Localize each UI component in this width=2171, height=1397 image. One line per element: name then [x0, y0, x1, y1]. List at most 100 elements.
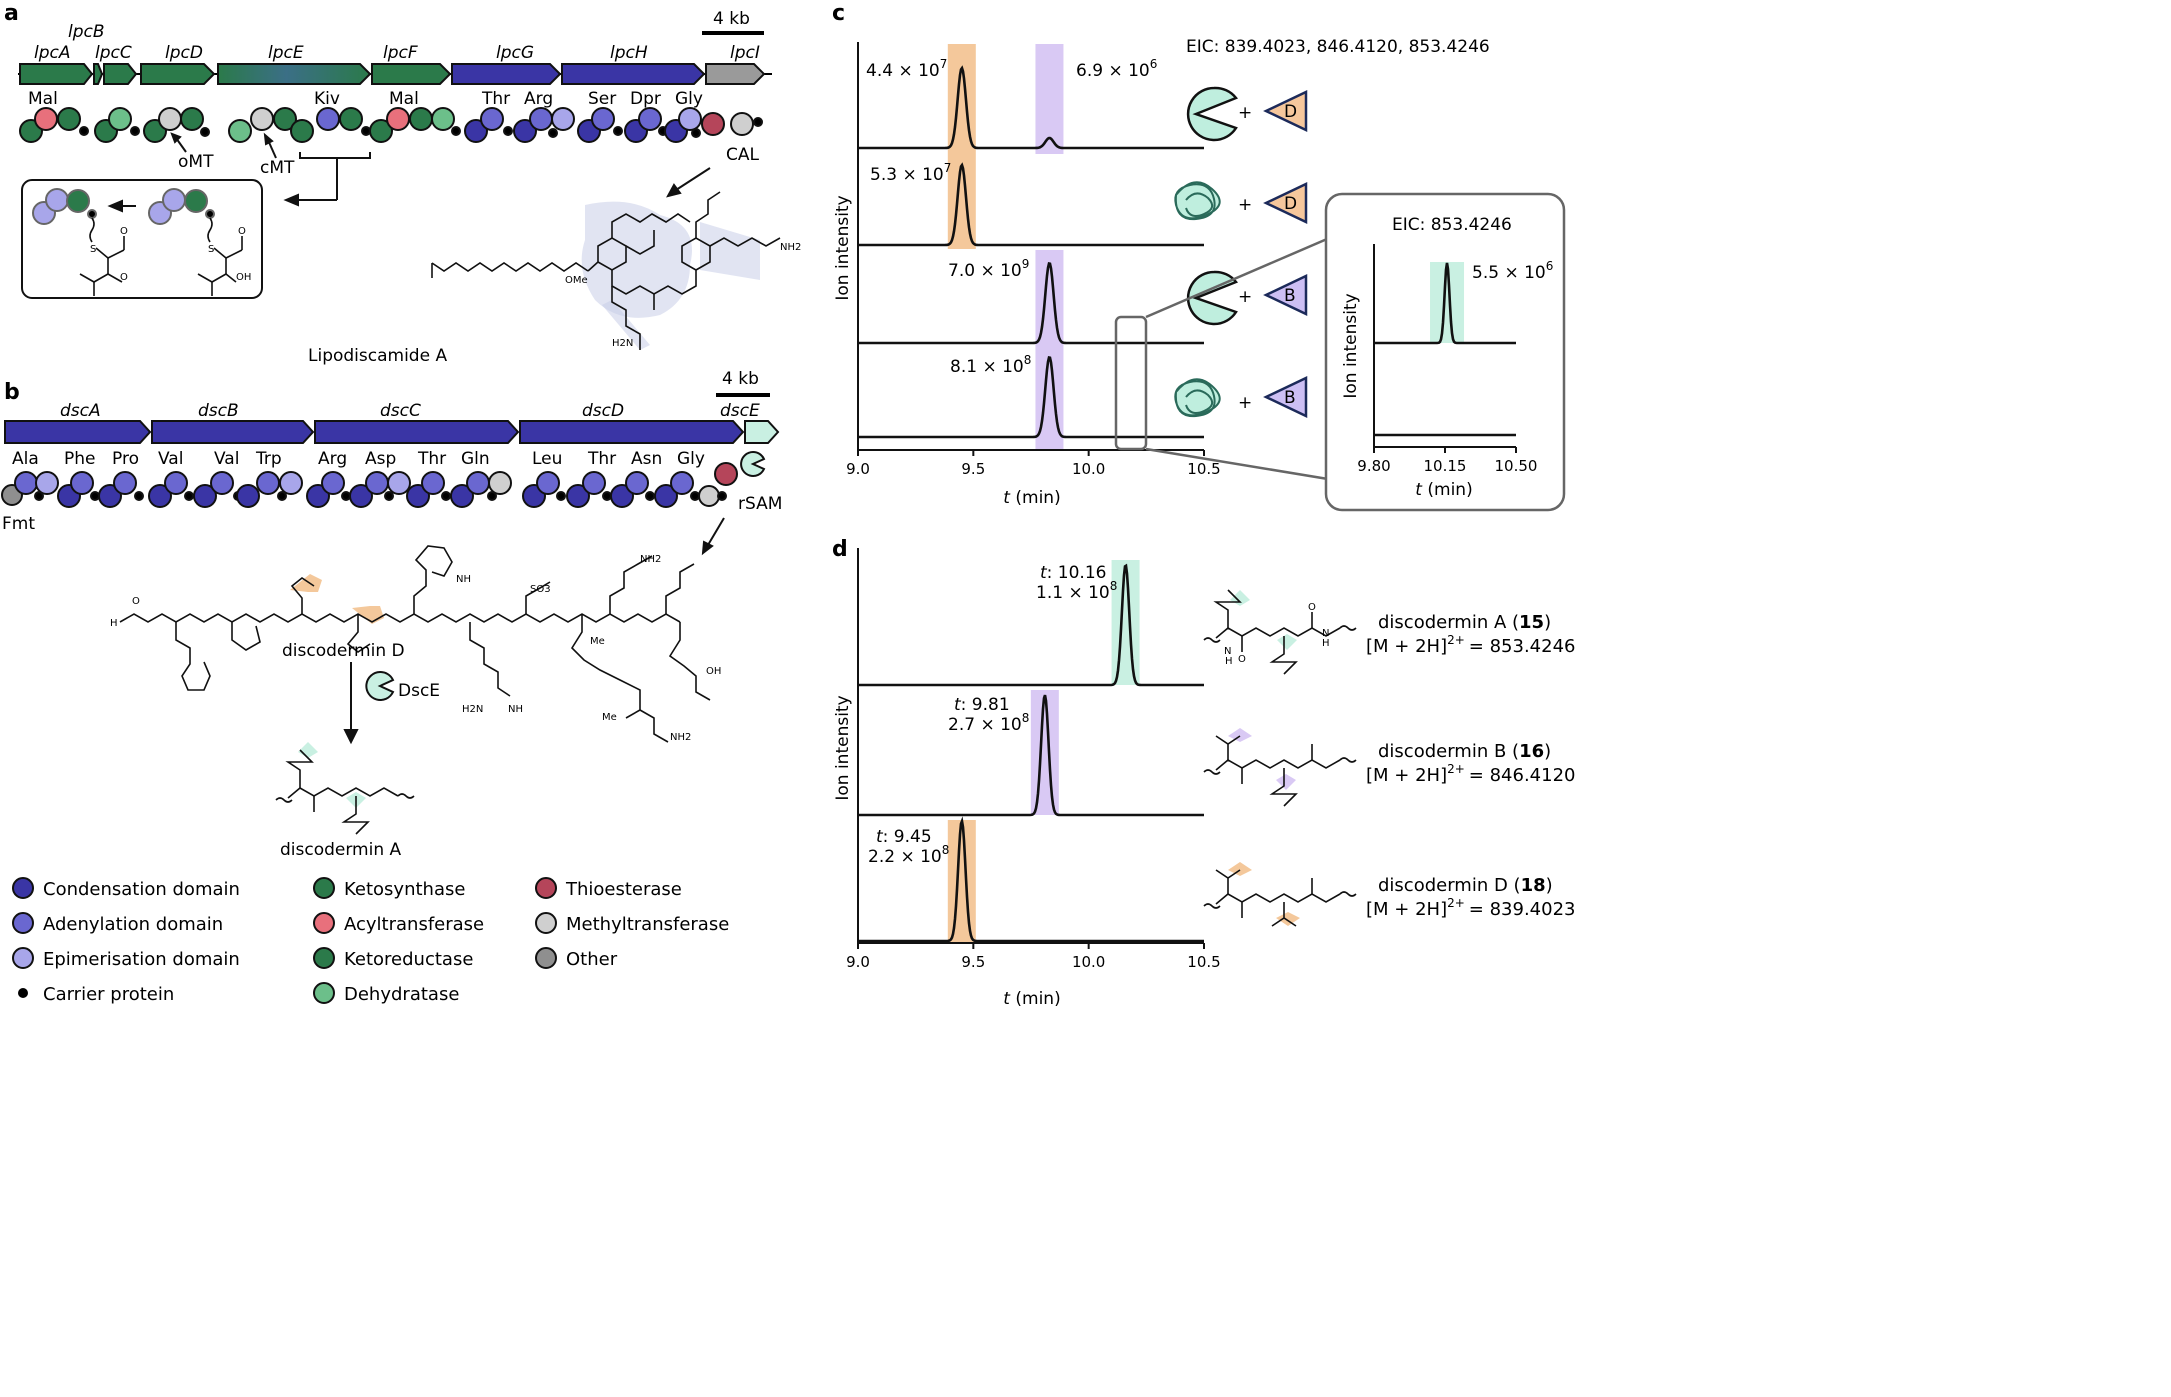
discodermin-d-label: discodermin D	[282, 641, 405, 661]
svg-text:OH: OH	[706, 666, 721, 677]
panel-label-a: a	[4, 1, 19, 26]
legend-ketosynthase: Ketosynthase	[313, 877, 465, 900]
svg-text:Gly: Gly	[677, 449, 705, 469]
figure: a lpcA lpcB lpcC lpcD lpcE lpcF lpcG lpc…	[1, 1, 1576, 1009]
pacman-icon-1	[1186, 86, 1239, 142]
inset-eic: EIC: 853.4246	[1392, 215, 1512, 235]
arrow-lpcI	[705, 63, 766, 85]
svg-text:O: O	[1238, 654, 1246, 665]
svg-text:Asp: Asp	[365, 449, 396, 469]
legend-acyltransferase: Acyltransferase	[313, 912, 484, 935]
svg-text:Val: Val	[214, 449, 239, 469]
lpc-substrates: Mal Kiv Mal Thr Arg Ser Dpr Gly	[28, 89, 703, 109]
chart-d-tick-label: 10.5	[1187, 953, 1220, 971]
svg-text:Adenylation domain: Adenylation domain	[43, 914, 223, 935]
svg-text:dscC: dscC	[380, 401, 421, 421]
svg-text:O: O	[120, 226, 128, 237]
svg-text:Val: Val	[158, 449, 183, 469]
gene-lpcI: lpcI	[730, 43, 760, 63]
chart-d-tick-label: 10.0	[1072, 953, 1105, 971]
zoom-line-bottom	[1145, 447, 1335, 482]
legend-ketoreductase: Ketoreductase	[313, 947, 473, 970]
annot-cal: CAL	[726, 145, 759, 165]
chart-d-xlabel: t (min)	[1003, 989, 1060, 1009]
svg-text:Other: Other	[566, 949, 618, 970]
svg-text:D: D	[1284, 194, 1297, 214]
svg-text:Me: Me	[590, 636, 605, 647]
svg-text:SO3: SO3	[530, 584, 551, 595]
substrate-b-icon-1	[1263, 274, 1308, 316]
fragment-a	[1203, 589, 1357, 675]
trace-d3-value: 2.2 × 108	[868, 843, 949, 867]
arrow-lpcA	[19, 63, 94, 85]
svg-text:dscA: dscA	[60, 401, 101, 421]
arrow-dscE	[744, 420, 780, 444]
inset-tick-label: 10.15	[1424, 457, 1467, 475]
kiv-arrow	[107, 199, 136, 213]
svg-text:S: S	[208, 244, 214, 255]
svg-text:Leu: Leu	[532, 449, 562, 469]
inset-tick-label: 9.80	[1357, 457, 1390, 475]
sub-thr: Thr	[481, 89, 510, 109]
gene-lpcA: lpcA	[34, 43, 71, 63]
chart-c-trace-1	[858, 65, 1204, 150]
arrow-dscA	[4, 420, 152, 444]
chart-c-band	[1035, 250, 1064, 450]
svg-text:dscE: dscE	[720, 401, 760, 421]
knot-icon-2	[1174, 378, 1221, 418]
mz-discodermin-a: [M + 2H]2+= 853.4246	[1366, 633, 1576, 657]
arrow-lpcG	[451, 63, 562, 85]
lpc-annot-arrows	[170, 132, 711, 207]
label-discodermin-b: discodermin B (16)	[1378, 741, 1551, 762]
panel-label-c: c	[832, 1, 845, 26]
gene-lpcH: lpcH	[610, 43, 648, 63]
chart-d-trace-1	[858, 563, 1204, 687]
legend-thioesterase: Thioesterase	[535, 877, 682, 900]
pacman-icon-2	[1186, 270, 1239, 326]
arrow-lpcB	[93, 63, 104, 85]
svg-text:Arg: Arg	[318, 449, 347, 469]
legend-epimerisation: Epimerisation domain	[12, 947, 240, 970]
svg-text:OH: OH	[236, 272, 251, 283]
substrate-d-icon-1	[1263, 90, 1308, 132]
label-discodermin-d: discodermin D (18)	[1378, 875, 1553, 896]
arrow-lpcD	[140, 63, 216, 85]
scale-label-b: 4 kb	[722, 369, 759, 389]
svg-text:B: B	[1284, 286, 1296, 306]
dsc-substrates: Ala Phe Pro Val Val Trp Arg Asp Thr Gln …	[12, 449, 705, 469]
label-discodermin-a: discodermin A (15)	[1378, 612, 1551, 633]
chart-c-tick-label: 9.5	[961, 460, 985, 478]
svg-text:Trp: Trp	[255, 449, 282, 469]
fragment-b	[1203, 728, 1357, 807]
kiv-structures	[79, 217, 243, 296]
discodermin-d-structure: H O NH NH2 SO3 NH OH Me Me H2N NH2	[110, 545, 721, 743]
chart-c-trace-4	[858, 355, 1204, 439]
svg-text:Methyltransferase: Methyltransferase	[566, 914, 729, 935]
dsce-arrow	[343, 662, 359, 745]
inset-tick-label: 10.50	[1495, 457, 1538, 475]
lpc-domains	[19, 107, 763, 143]
sub-mal-2: Mal	[389, 89, 419, 109]
chart-c-ylabel: Ion intensity	[833, 195, 853, 300]
svg-text:Thr: Thr	[587, 449, 616, 469]
svg-text:Me: Me	[602, 712, 617, 723]
lpc-gene-labels: lpcA lpcB lpcC lpcD lpcE lpcF lpcG lpcH …	[34, 22, 760, 63]
mz-discodermin-d: [M + 2H]2+= 839.4023	[1366, 896, 1576, 920]
svg-text:dscD: dscD	[582, 401, 624, 421]
gene-lpcF: lpcF	[383, 43, 418, 63]
trace-d1-time: t: 10.16	[1040, 563, 1106, 583]
chart-c-band	[1035, 44, 1064, 154]
svg-text:Carrier protein: Carrier protein	[43, 984, 174, 1005]
sub-dpr: Dpr	[630, 89, 661, 109]
inset-peak-value: 5.5 × 106	[1472, 259, 1553, 283]
chart-d-ylabel: Ion intensity	[833, 695, 853, 800]
lpc-gene-arrows	[19, 63, 766, 85]
svg-text:H2N: H2N	[612, 338, 633, 349]
fragment-atoms: N H O H N O	[1224, 602, 1330, 667]
svg-text:Ala: Ala	[12, 449, 39, 469]
chart-d-tick-label: 9.0	[846, 953, 870, 971]
svg-text:Gln: Gln	[461, 449, 490, 469]
sub-gly: Gly	[675, 89, 703, 109]
d-compound-labels: discodermin A (15) [M + 2H]2+= 853.4246 …	[1366, 612, 1576, 920]
chart-d-band	[1111, 560, 1140, 685]
